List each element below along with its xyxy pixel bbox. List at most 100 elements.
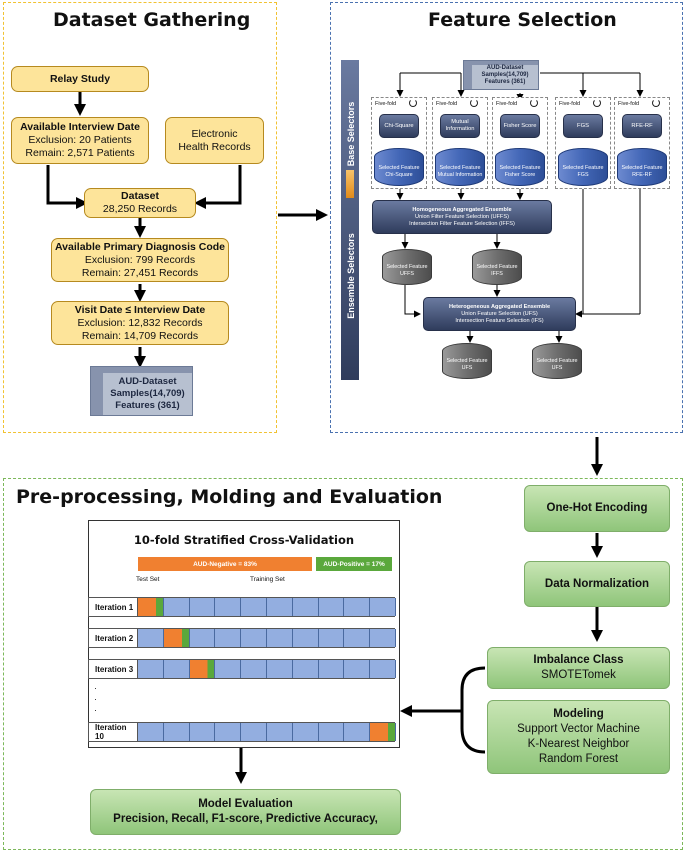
training-fold (241, 598, 267, 616)
training-fold (292, 723, 319, 741)
preprocessing-panel (3, 478, 683, 850)
homogeneous-ensemble-box: Homogeneous Aggregated Ensemble Union Fi… (372, 200, 552, 234)
aud-positive-bar: AUD-Positive = 17% (316, 557, 392, 571)
training-fold (267, 629, 293, 647)
homogeneous-line2: Union Filter Feature Selection (UFFS) (415, 213, 509, 220)
fs-aud-line1: AUD-Dataset (486, 65, 524, 71)
selected-feature-line1: Selected Feature (378, 165, 420, 171)
training-fold (189, 629, 216, 647)
selected-feature-line2: Mutual Information (437, 171, 483, 178)
ensemble-feature-line2: UFS (551, 364, 563, 371)
selector-method-box: RFE-RF (622, 114, 662, 138)
training-fold (292, 598, 319, 616)
iteration-folds-bar (137, 628, 396, 648)
training-fold (189, 598, 216, 616)
five-fold-label: Five-fold (559, 101, 581, 107)
imbalance-class-box: Imbalance Class SMOTETomek (487, 647, 670, 689)
diagnosis-code-box: Available Primary Diagnosis Code Exclusi… (51, 238, 229, 282)
selectors-sidebar (341, 60, 359, 380)
cycle-icon (593, 99, 601, 107)
feature-selection-title: Feature Selection (428, 9, 617, 31)
heterogeneous-ensemble-box: Heterogeneous Aggregated Ensemble Union … (423, 297, 576, 331)
training-fold (163, 660, 190, 678)
table-side-strip (91, 367, 103, 415)
relay-study-box: Relay Study (11, 66, 149, 92)
five-fold-label: Five-fold (496, 101, 518, 107)
training-fold (189, 723, 216, 741)
interview-title: Available Interview Date (20, 121, 140, 133)
test-fold (138, 598, 164, 616)
training-fold (138, 660, 164, 678)
visit-exclusion: Exclusion: 12,832 Records (77, 316, 203, 329)
five-fold-label: Five-fold (618, 101, 640, 107)
aud-line3: Features (361) (115, 400, 180, 411)
training-fold (267, 598, 293, 616)
evaluation-title: Model Evaluation (198, 798, 293, 810)
training-fold (318, 629, 345, 647)
training-fold (241, 723, 267, 741)
selected-feature-line1: Selected Feature (621, 165, 663, 171)
diagnosis-exclusion: Exclusion: 799 Records (84, 253, 196, 266)
ehr-box: Electronic Health Records (165, 117, 264, 164)
modeling-rf: Random Forest (538, 753, 619, 765)
iteration-folds-bar (137, 597, 396, 617)
visit-date-box: Visit Date ≤ Interview Date Exclusion: 1… (51, 301, 229, 345)
ensemble-feature-line1: Selected Feature (446, 358, 488, 364)
aud-negative-label: AUD-Negative = 83% (193, 560, 257, 568)
interview-remain: Remain: 2,571 Patients (25, 147, 135, 159)
selected-feature-line2: FGS (577, 171, 589, 178)
feature-selection-panel (330, 2, 683, 433)
heterogeneous-line2: Union Feature Selection (UFS) (461, 310, 538, 317)
training-fold (215, 629, 242, 647)
diagnosis-remain: Remain: 27,451 Records (81, 266, 199, 279)
ensemble-selectors-label: Ensemble Selectors (346, 233, 356, 319)
model-evaluation-box: Model Evaluation Precision, Recall, F1-s… (90, 789, 401, 835)
ensemble-feature-line1: Selected Feature (476, 264, 518, 270)
ensemble-feature-line1: Selected Feature (536, 358, 578, 364)
selector-method-box: Fisher Score (500, 114, 540, 138)
test-fold (370, 723, 396, 741)
training-fold (138, 723, 164, 741)
visit-title: Visit Date ≤ Interview Date (74, 303, 206, 316)
selected-feature-line2: RFE-RF (632, 171, 652, 178)
dataset-gathering-panel (3, 2, 277, 433)
iteration-label: Iteration 2 (88, 628, 138, 648)
relay-study-label: Relay Study (49, 72, 111, 85)
cycle-icon (470, 99, 478, 107)
training-fold (215, 723, 242, 741)
iteration-folds-bar (137, 722, 396, 742)
cycle-icon (530, 99, 538, 107)
training-fold (267, 660, 293, 678)
test-fold (163, 629, 190, 647)
base-selectors-label: Base Selectors (346, 101, 356, 167)
selected-feature-line1: Selected Feature (499, 165, 541, 171)
data-normalization-box: Data Normalization (524, 561, 670, 607)
aud-negative-bar: AUD-Negative = 83% (138, 557, 312, 571)
fs-aud-line3: Features (361) (484, 79, 526, 85)
selected-feature-line2: Fisher Score (504, 171, 536, 178)
modeling-title: Modeling (553, 708, 604, 720)
cycle-icon (652, 99, 660, 107)
training-fold (370, 629, 396, 647)
test-fold (189, 660, 216, 678)
iteration-label: Iteration 10 (88, 722, 138, 742)
training-fold (215, 598, 242, 616)
training-fold (318, 598, 345, 616)
dataset-title: Dataset (121, 190, 159, 202)
aud-positive-label: AUD-Positive = 17% (323, 560, 385, 568)
training-set-label: Training Set (250, 576, 285, 583)
diagnosis-title: Available Primary Diagnosis Code (54, 240, 225, 253)
iteration-label: Iteration 3 (88, 659, 138, 679)
selector-method-box: Chi-Square (379, 114, 419, 138)
heterogeneous-line3: Intersection Feature Selection (IFS) (455, 317, 544, 324)
table-header-strip (91, 367, 192, 373)
cv-title: 10-fold Stratified Cross-Validation (133, 533, 355, 547)
training-fold (138, 629, 164, 647)
